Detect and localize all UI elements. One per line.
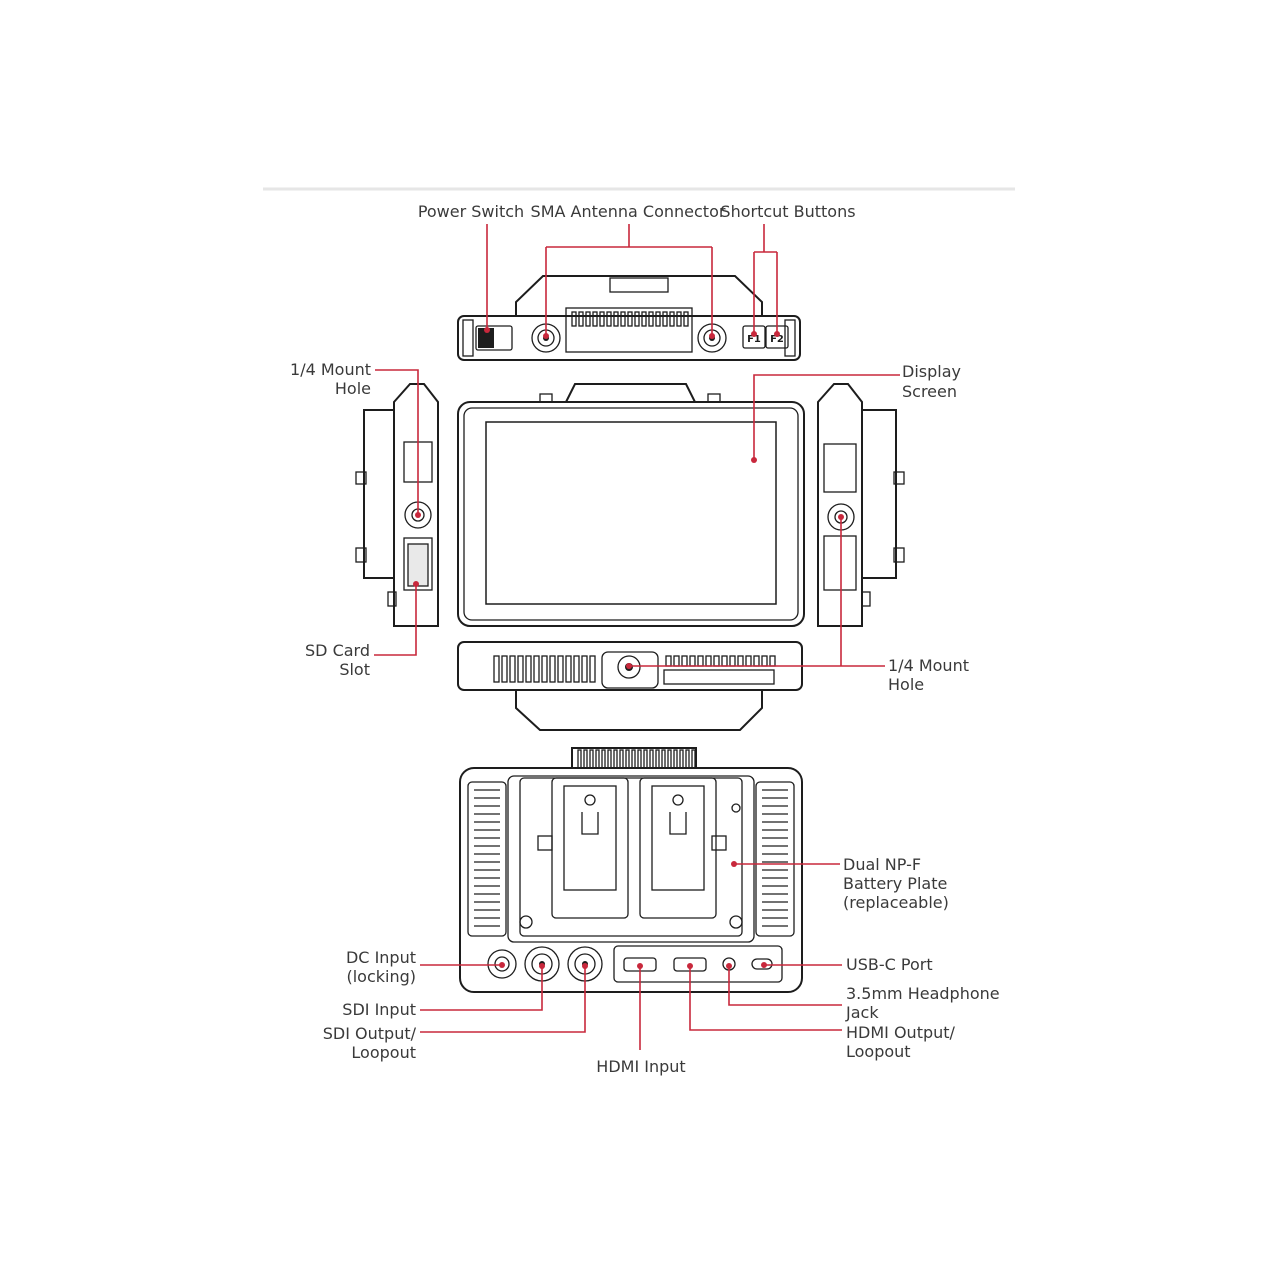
label-mount-hole-left-1: 1/4 Mount bbox=[290, 360, 371, 379]
back-view bbox=[459, 747, 803, 993]
label-sdi-output-2: Loopout bbox=[351, 1043, 416, 1062]
label-shortcut-buttons: Shortcut Buttons bbox=[720, 202, 855, 221]
label-dc-input-2: (locking) bbox=[346, 967, 416, 986]
vent-slat bbox=[585, 311, 591, 327]
vent-slat bbox=[613, 311, 619, 327]
label-sd-card-1: SD Card bbox=[305, 641, 370, 660]
label-sma-antenna: SMA Antenna Connector bbox=[531, 202, 726, 221]
label-battery-plate-2: Battery Plate bbox=[843, 874, 947, 893]
vent-slat bbox=[669, 311, 675, 327]
dc-input-port bbox=[487, 949, 517, 979]
vent-slat bbox=[493, 655, 500, 683]
label-sdi-output-1: SDI Output/ bbox=[323, 1024, 417, 1043]
vent-slat bbox=[641, 311, 647, 327]
vent-slat bbox=[501, 655, 508, 683]
label-battery-plate-1: Dual NP-F bbox=[843, 855, 921, 874]
vent-slat bbox=[683, 311, 689, 327]
label-display-screen-2: Screen bbox=[902, 382, 957, 401]
vent-slat bbox=[581, 655, 588, 683]
f2-button-label: F2 bbox=[770, 334, 784, 345]
f1-button-label: F1 bbox=[747, 334, 761, 345]
vent-slat bbox=[634, 311, 640, 327]
vent-slat bbox=[541, 655, 548, 683]
display-screen bbox=[485, 421, 777, 605]
vent-slat bbox=[676, 311, 682, 327]
usb-c-port bbox=[751, 958, 773, 970]
label-usb-c: USB-C Port bbox=[846, 955, 933, 974]
vent-slat bbox=[571, 311, 577, 327]
label-hdmi-output-2: Loopout bbox=[846, 1042, 911, 1061]
vent-slat bbox=[525, 655, 532, 683]
vent-slat bbox=[509, 655, 516, 683]
label-sd-card-2: Slot bbox=[339, 660, 370, 679]
vent-slat bbox=[549, 655, 556, 683]
front-view bbox=[457, 383, 805, 627]
vent-slat bbox=[627, 311, 633, 327]
vent-slat bbox=[655, 311, 661, 327]
label-dc-input-1: DC Input bbox=[346, 948, 416, 967]
left-side-view bbox=[355, 383, 439, 627]
label-hdmi-output-1: HDMI Output/ bbox=[846, 1023, 956, 1042]
callout-lines bbox=[374, 224, 900, 1050]
label-mount-hole-bottom-1: 1/4 Mount bbox=[888, 656, 969, 675]
vent-slat bbox=[648, 311, 654, 327]
label-hdmi-input: HDMI Input bbox=[596, 1057, 685, 1076]
label-headphone-2: Jack bbox=[845, 1003, 879, 1022]
top-view: F1 F2 bbox=[457, 275, 801, 361]
vent-slat bbox=[589, 655, 596, 683]
label-display-screen-1: Display bbox=[902, 362, 961, 381]
label-mount-hole-left-2: Hole bbox=[335, 379, 371, 398]
vent-slat bbox=[599, 311, 605, 327]
label-power-switch: Power Switch bbox=[418, 202, 524, 221]
callout-labels: Power Switch SMA Antenna Connector Short… bbox=[290, 202, 1000, 1076]
vent-slat bbox=[592, 311, 598, 327]
label-headphone-1: 3.5mm Headphone bbox=[846, 984, 1000, 1003]
vent-slat bbox=[606, 311, 612, 327]
vent-slat bbox=[662, 311, 668, 327]
vent-slat bbox=[573, 655, 580, 683]
vent-slat bbox=[620, 311, 626, 327]
vent-slat bbox=[565, 655, 572, 683]
label-battery-plate-3: (replaceable) bbox=[843, 893, 949, 912]
vent-slat bbox=[533, 655, 540, 683]
vent-slat bbox=[517, 655, 524, 683]
vent-slat bbox=[557, 655, 564, 683]
vent-slat bbox=[578, 311, 584, 327]
label-sdi-input: SDI Input bbox=[342, 1000, 416, 1019]
label-mount-hole-bottom-2: Hole bbox=[888, 675, 924, 694]
right-side-view bbox=[817, 383, 905, 627]
bottom-view bbox=[457, 641, 803, 731]
battery-plate bbox=[519, 777, 743, 929]
